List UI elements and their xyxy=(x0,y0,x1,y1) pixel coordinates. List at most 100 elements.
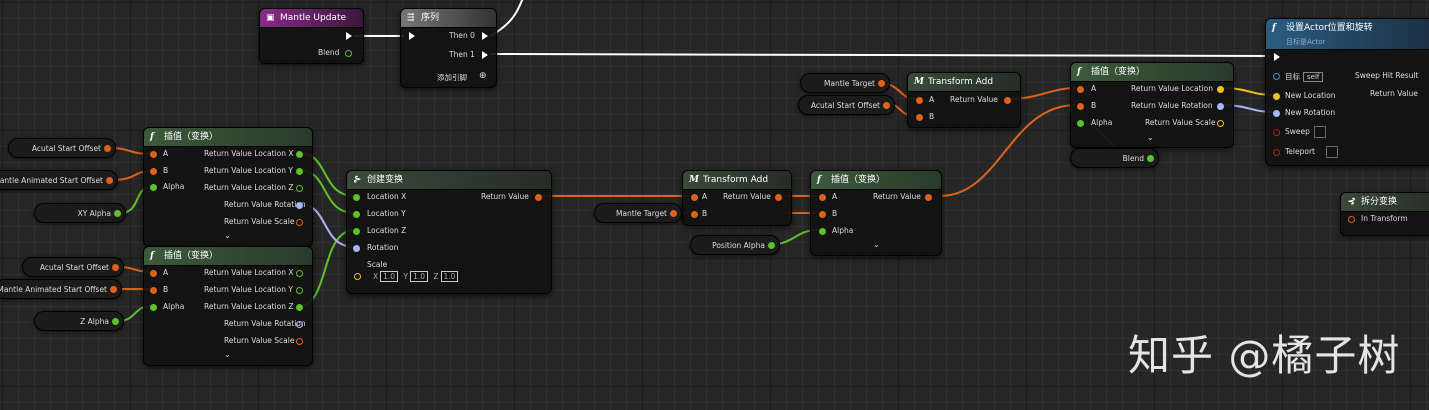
var-pin[interactable] xyxy=(878,80,885,87)
teleport-checkbox[interactable] xyxy=(1326,146,1338,158)
make-transform-node[interactable]: ⊱创建变换 Location X Location Y Location Z R… xyxy=(346,170,552,294)
exec-in-pin[interactable] xyxy=(409,32,415,40)
expand-chevron-icon[interactable]: ⌄ xyxy=(1147,133,1154,142)
var-mantle-animated-start-offset-2[interactable]: Mantle Animated Start Offset xyxy=(0,279,122,299)
scale-y-input[interactable]: 1.0 xyxy=(410,271,428,282)
then0-pin[interactable] xyxy=(482,32,488,40)
b-label: B xyxy=(832,209,838,218)
loc-z-pin[interactable] xyxy=(353,228,360,235)
a-pin[interactable] xyxy=(1077,86,1084,93)
expand-chevron-icon[interactable]: ⌄ xyxy=(224,350,231,359)
exec-out-pin[interactable] xyxy=(346,32,352,40)
b-pin[interactable] xyxy=(916,114,923,121)
alpha-pin[interactable] xyxy=(150,184,157,191)
loc-y-pin[interactable] xyxy=(353,211,360,218)
expand-chevron-icon[interactable]: ⌄ xyxy=(224,231,231,240)
rv-rotation-pin[interactable] xyxy=(296,321,303,328)
a-pin[interactable] xyxy=(819,194,826,201)
rv-rotation-pin[interactable] xyxy=(296,202,303,209)
alpha-pin[interactable] xyxy=(819,228,826,235)
var-pin[interactable] xyxy=(112,264,119,271)
function-icon: f xyxy=(1272,23,1276,33)
expand-chevron-icon[interactable]: ⌄ xyxy=(873,240,880,249)
rv-loc-z-pin[interactable] xyxy=(296,304,303,311)
a-pin[interactable] xyxy=(691,194,698,201)
var-pin[interactable] xyxy=(104,145,111,152)
event-icon: ▣ xyxy=(266,13,275,23)
var-pin[interactable] xyxy=(114,210,121,217)
var-position-alpha[interactable]: Position Alpha xyxy=(690,235,780,255)
mantle-update-node[interactable]: ▣Mantle Update Blend xyxy=(259,8,364,64)
var-acutal-start-offset-1[interactable]: Acutal Start Offset xyxy=(8,138,116,158)
loc-x-pin[interactable] xyxy=(353,194,360,201)
rv-pin[interactable] xyxy=(1004,97,1011,104)
rv-pin[interactable] xyxy=(925,194,932,201)
rv-loc-y-pin[interactable] xyxy=(296,287,303,294)
var-pin[interactable] xyxy=(106,177,113,184)
b-pin[interactable] xyxy=(819,211,826,218)
rv-scale-pin[interactable] xyxy=(296,219,303,226)
teleport-pin[interactable] xyxy=(1273,149,1280,156)
var-acutal-start-offset-2[interactable]: Acutal Start Offset xyxy=(22,257,124,277)
a-pin[interactable] xyxy=(150,270,157,277)
b-pin[interactable] xyxy=(691,211,698,218)
var-mantle-target-top[interactable]: Mantle Target xyxy=(800,73,890,93)
rotation-pin[interactable] xyxy=(353,245,360,252)
add-pin-button[interactable]: 添加引脚 xyxy=(437,73,467,82)
sweep-pin[interactable] xyxy=(1273,129,1280,136)
var-z-alpha[interactable]: Z Alpha xyxy=(34,311,124,331)
scale-pin[interactable] xyxy=(354,273,361,280)
a-pin[interactable] xyxy=(150,151,157,158)
b-pin[interactable] xyxy=(150,168,157,175)
b-pin[interactable] xyxy=(150,287,157,294)
var-xy-alpha[interactable]: XY Alpha xyxy=(34,203,126,223)
rv-pin[interactable] xyxy=(535,194,542,201)
new-rotation-pin[interactable] xyxy=(1273,110,1280,117)
var-pin[interactable] xyxy=(670,210,677,217)
rv-scale-pin[interactable] xyxy=(1217,120,1224,127)
var-pin[interactable] xyxy=(883,102,890,109)
var-mantle-animated-start-offset-1[interactable]: Mantle Animated Start Offset xyxy=(0,170,118,190)
blend-pin[interactable] xyxy=(345,50,352,57)
rv-pin[interactable] xyxy=(775,194,782,201)
var-mantle-target-mid[interactable]: Mantle Target xyxy=(594,203,682,223)
a-label: A xyxy=(929,95,935,104)
rv-scale-pin[interactable] xyxy=(296,338,303,345)
break-transform-node[interactable]: ⊰拆分变换 In Transform xyxy=(1340,192,1429,236)
then1-pin[interactable] xyxy=(482,51,488,59)
a-pin[interactable] xyxy=(916,97,923,104)
var-acutal-start-offset-top[interactable]: Acutal Start Offset xyxy=(798,95,895,115)
rv-location-pin[interactable] xyxy=(1217,86,1224,93)
rv-rotation-pin[interactable] xyxy=(1217,103,1224,110)
var-blend[interactable]: Blend xyxy=(1070,148,1159,168)
function-icon: f xyxy=(150,132,154,142)
add-pin-icon[interactable]: ⊕ xyxy=(479,71,487,81)
alpha-pin[interactable] xyxy=(1077,120,1084,127)
var-pin[interactable] xyxy=(110,286,117,293)
alpha-pin[interactable] xyxy=(150,304,157,311)
scale-x-input[interactable]: 1.0 xyxy=(380,271,399,282)
var-pin[interactable] xyxy=(1147,155,1154,162)
sequence-node[interactable]: ⇶序列 Then 0 Then 1 添加引脚 ⊕ xyxy=(400,8,497,88)
b-pin[interactable] xyxy=(1077,103,1084,110)
var-pin[interactable] xyxy=(112,318,119,325)
var-pin[interactable] xyxy=(768,242,775,249)
target-pin[interactable] xyxy=(1273,73,1280,80)
rv-loc-x-pin[interactable] xyxy=(296,270,303,277)
in-transform-pin[interactable] xyxy=(1348,216,1355,223)
rv-loc-y-pin[interactable] xyxy=(296,168,303,175)
new-location-pin[interactable] xyxy=(1273,93,1280,100)
scale-z-input[interactable]: 1.0 xyxy=(440,271,459,282)
rv-loc-x-pin[interactable] xyxy=(296,151,303,158)
rv-loc-z-pin[interactable] xyxy=(296,185,303,192)
exec-in-pin[interactable] xyxy=(1274,53,1280,61)
node-title: 创建变换 xyxy=(367,175,404,185)
sweep-checkbox[interactable] xyxy=(1314,126,1326,138)
